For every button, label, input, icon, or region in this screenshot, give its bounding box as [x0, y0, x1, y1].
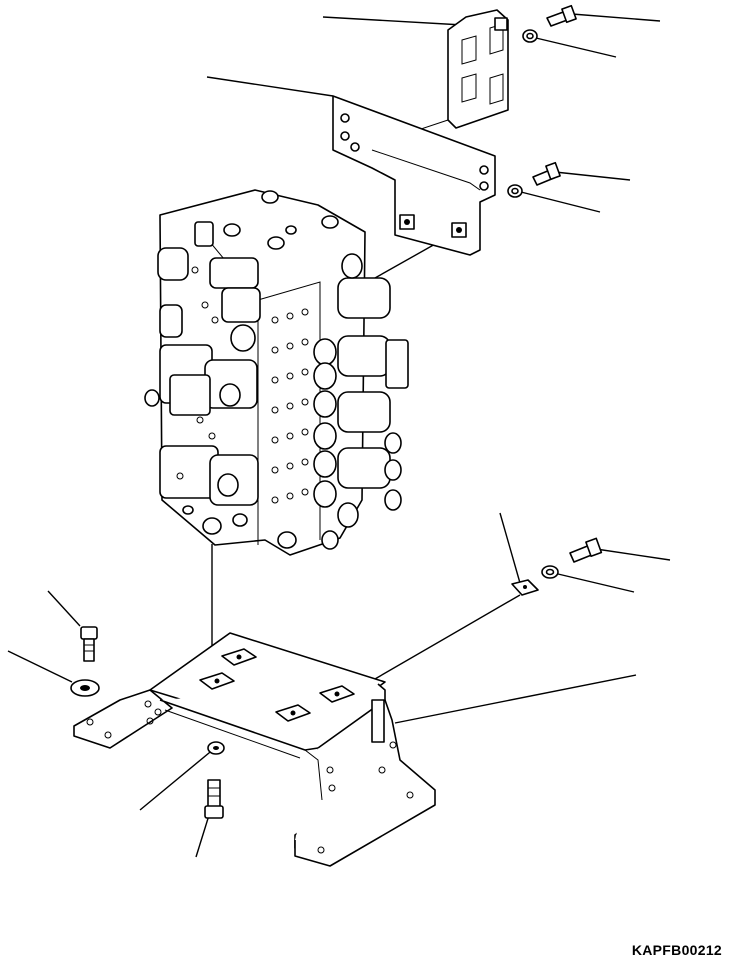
bolt: [546, 4, 577, 27]
valve-bracket: [332, 95, 496, 256]
bolt: [569, 537, 603, 563]
bolt: [204, 779, 224, 819]
clip: [511, 579, 539, 596]
washer: [522, 29, 538, 43]
mounting-plate: [73, 632, 436, 867]
cover-bracket: [405, 9, 509, 135]
solenoid-valve-block: [144, 189, 409, 556]
washer: [70, 679, 100, 697]
leader-lines: [7, 13, 671, 858]
bolt: [532, 161, 561, 186]
bolt: [80, 626, 98, 662]
washer: [541, 565, 559, 579]
drawing-reference-code: KAPFB00212: [631, 942, 722, 958]
washer: [507, 184, 523, 198]
nut: [207, 741, 225, 755]
